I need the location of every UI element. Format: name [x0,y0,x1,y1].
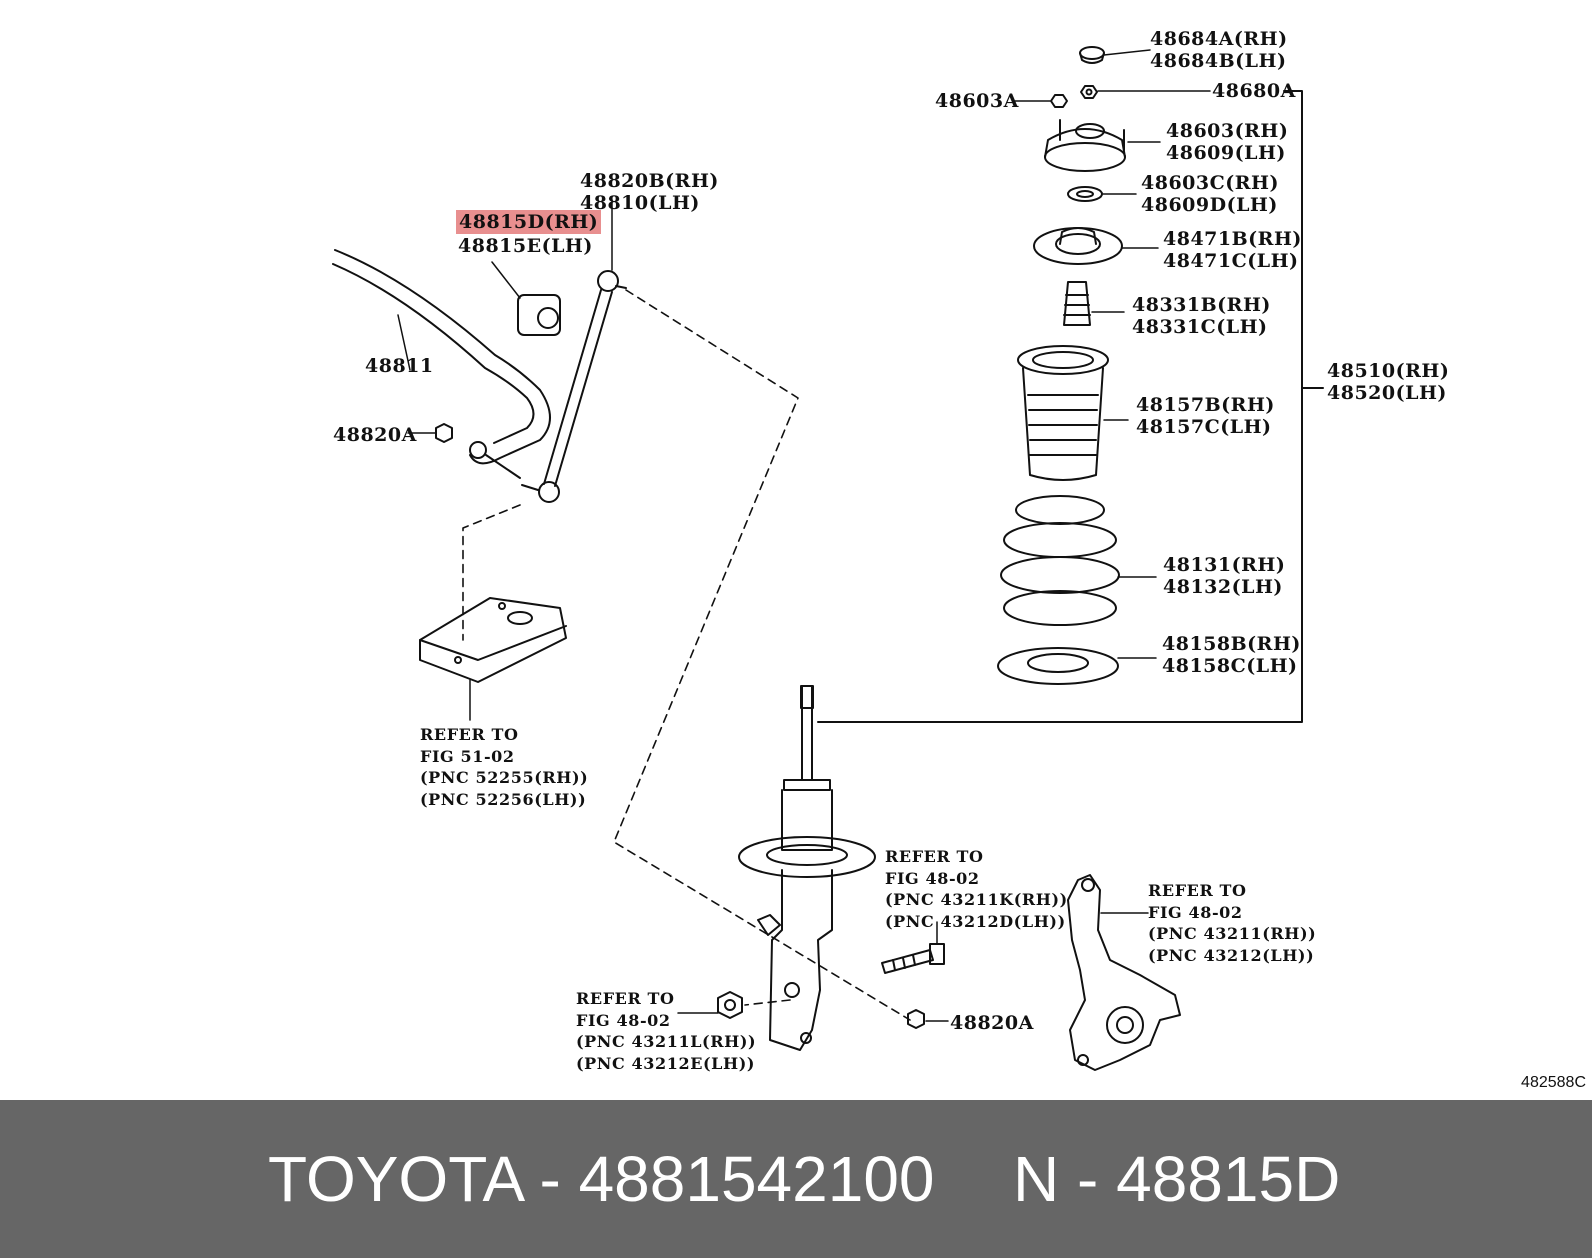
bushing-48815 [491,261,561,336]
nut-48603a [1014,94,1068,108]
washer-48603c [1067,186,1137,202]
label-48820a-bottom[interactable]: 48820A [950,1012,1034,1034]
spring-upper-seat-48471 [1033,227,1159,265]
label-48158[interactable]: 48158B(RH) 48158C(LH) [1162,633,1301,677]
label-48820b[interactable]: 48820B(RH) 48810(LH) [580,170,719,214]
assembly-bracket-48510 [817,90,1324,723]
nut-48820a-left [407,423,521,479]
label-48684[interactable]: 48684A(RH) 48684B(LH) [1150,28,1288,72]
label-48157[interactable]: 48157B(RH) 48157C(LH) [1136,394,1275,438]
footer-bar: TOYOTA - 4881542100 N - 48815D [0,1100,1592,1258]
boot-48157 [1017,345,1129,481]
label-48815e[interactable]: 48815E(LH) [458,235,593,257]
coil-spring-48131 [1000,495,1157,626]
label-48471[interactable]: 48471B(RH) 48471C(LH) [1163,228,1302,272]
label-48603a[interactable]: 48603A [935,90,1019,112]
refer-fig-48-02-nut[interactable]: REFER TO FIG 48-02 (PNC 43211L(RH)) (PNC… [576,989,757,1073]
label-48510[interactable]: 48510(RH) 48520(LH) [1327,360,1450,404]
footer-brand-part-number: TOYOTA - 4881542100 [268,1143,935,1215]
label-48603[interactable]: 48603(RH) 48609(LH) [1166,120,1289,164]
label-48815d-highlighted[interactable]: 48815D(RH) [456,210,602,234]
bracket-fig-51-02 [419,597,567,721]
dashed-leaders [462,289,911,1021]
nut-48680a [1080,85,1211,99]
stabilizer-link-48820b [521,199,627,503]
label-48820a-left[interactable]: 48820A [333,424,417,446]
parts-diagram: 48684A(RH) 48684B(LH) 48603A 48680A 4860… [332,28,1586,1091]
bolt-43211k [881,921,945,974]
refer-fig-48-02-bolt[interactable]: REFER TO FIG 48-02 (PNC 43211K(RH)) (PNC… [885,847,1068,931]
refer-fig-48-02-knuckle[interactable]: REFER TO FIG 48-02 (PNC 43211(RH)) (PNC … [1148,881,1317,965]
label-48131[interactable]: 48131(RH) 48132(LH) [1163,554,1286,598]
label-48603c[interactable]: 48603C(RH) 48609D(LH) [1141,172,1279,216]
nut-43211l [677,991,743,1019]
nut-48820a-bottom [907,1009,949,1029]
footer-ref-code: N - 48815D [1013,1143,1341,1215]
bump-stopper-48331 [1063,281,1125,326]
refer-fig-51-02[interactable]: REFER TO FIG 51-02 (PNC 52255(RH)) (PNC … [420,725,589,809]
cap-48684 [1079,46,1151,64]
steering-knuckle [1067,874,1181,1071]
shock-absorber-strut [738,685,876,1051]
label-48811[interactable]: 48811 [365,355,434,377]
lower-insulator-48158 [997,647,1157,685]
label-48331[interactable]: 48331B(RH) 48331C(LH) [1132,294,1271,338]
strut-mount-48603 [1044,119,1161,172]
label-48680a[interactable]: 48680A [1212,80,1296,102]
diagram-code: 482588C [1521,1074,1586,1091]
diagram-drawing [332,46,1324,1071]
